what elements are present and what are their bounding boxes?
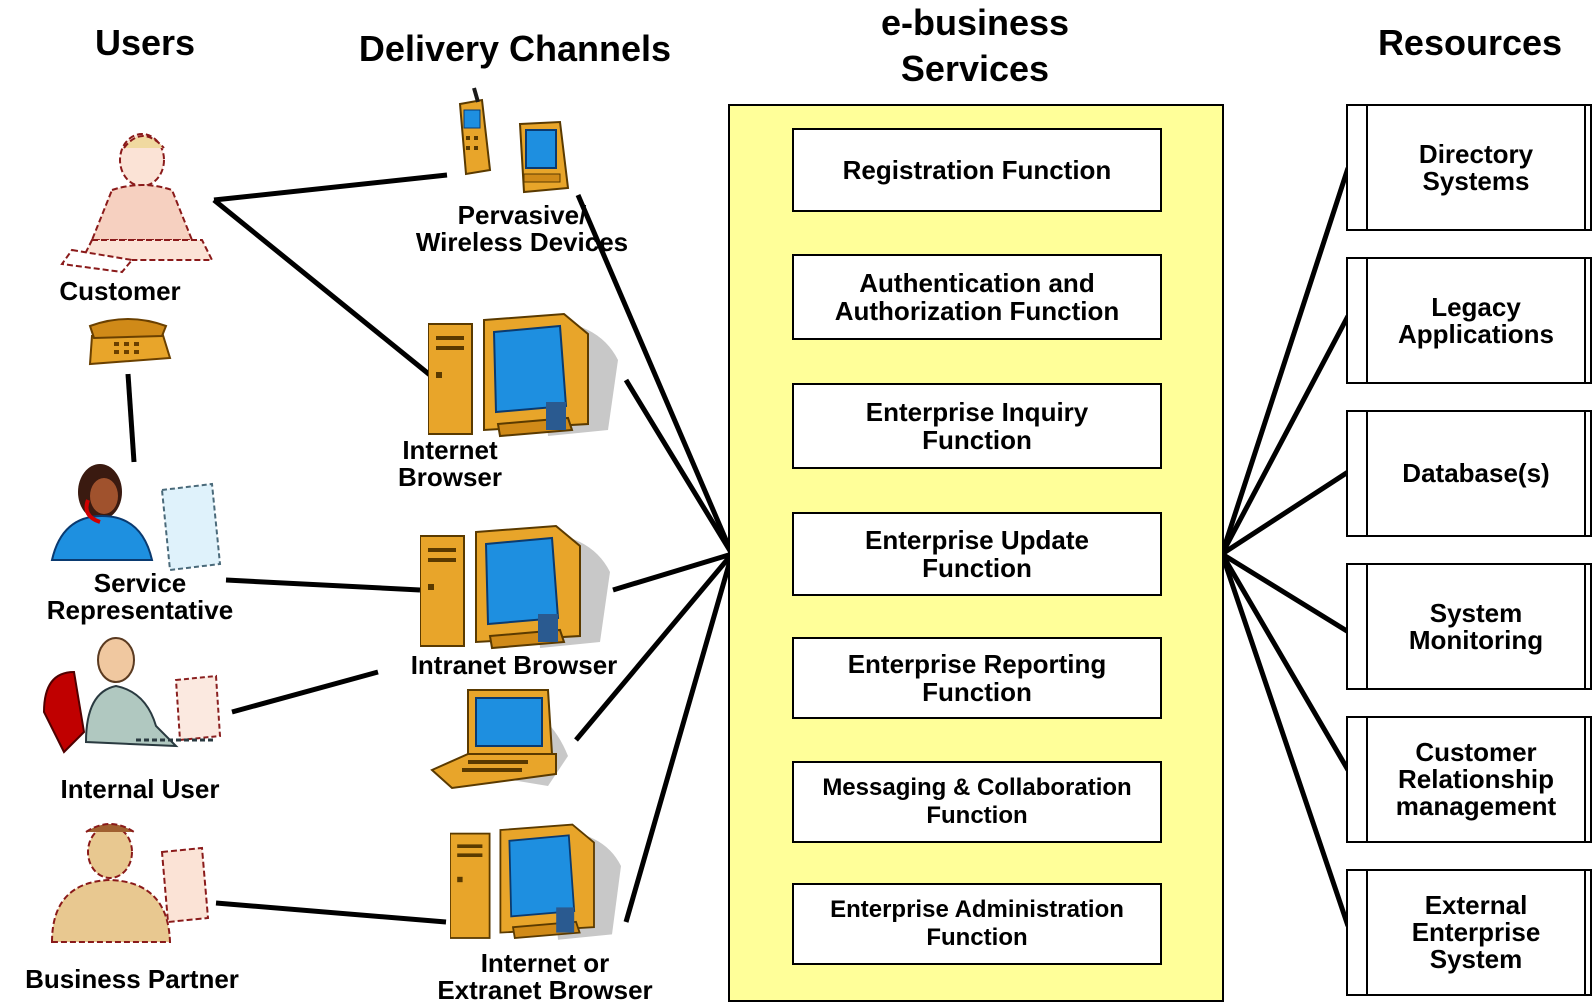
line-pervasive-services bbox=[575, 194, 735, 555]
customer-operator-icon bbox=[60, 133, 214, 274]
channel-extranet-label: Internet or Extranet Browser bbox=[437, 948, 653, 1005]
user-customer-label: Customer bbox=[59, 276, 181, 306]
channel-pervasive-label: Pervasive/ Wireless Devices bbox=[415, 200, 629, 257]
resource-legacy: Legacy Applications bbox=[1346, 257, 1592, 384]
resource-label: Legacy Applications bbox=[1397, 291, 1554, 349]
cellphone-icon bbox=[458, 87, 492, 176]
service-reporting: Enterprise Reporting Function bbox=[792, 637, 1162, 719]
header-delivery-channels: Delivery Channels bbox=[358, 28, 672, 69]
resource-label: Database(s) bbox=[1402, 458, 1550, 488]
telephone-icon bbox=[88, 318, 172, 366]
internal-user-icon bbox=[42, 637, 222, 754]
line-services-database bbox=[1220, 469, 1350, 557]
channel-intranet-label: Intranet Browser bbox=[410, 650, 618, 680]
service-administration: Enterprise Administration Function bbox=[792, 883, 1162, 965]
user-partner-label: Business Partner bbox=[25, 964, 239, 994]
line-services-legacy bbox=[1219, 314, 1351, 556]
user-service-rep-label: Service Representative bbox=[46, 568, 234, 625]
channel-internet-label: Internet Browser bbox=[397, 435, 503, 492]
business-partner-icon bbox=[50, 823, 210, 943]
line-laptop-services bbox=[574, 552, 734, 742]
line-phone-servicerep bbox=[125, 373, 137, 463]
line-intranet-services bbox=[612, 551, 733, 593]
resource-monitoring: System Monitoring bbox=[1346, 563, 1592, 690]
header-users: Users bbox=[94, 22, 196, 63]
service-authentication: Authentication and Authorization Functio… bbox=[792, 254, 1162, 340]
line-customer-pervasive bbox=[213, 172, 448, 203]
service-rep-icon bbox=[50, 464, 222, 572]
service-registration: Registration Function bbox=[792, 128, 1162, 212]
header-resources: Resources bbox=[1377, 22, 1563, 63]
user-internal-label: Internal User bbox=[60, 774, 220, 804]
line-servicerep-intranet bbox=[225, 577, 421, 593]
line-internet-services bbox=[623, 378, 735, 556]
line-extranet-services bbox=[623, 553, 735, 923]
line-internal-intranet bbox=[231, 669, 379, 715]
resource-label: Directory Systems bbox=[1418, 138, 1534, 196]
header-services: e-business Services bbox=[880, 2, 1070, 89]
laptop-icon bbox=[430, 689, 568, 790]
resource-directory: Directory Systems bbox=[1346, 104, 1592, 231]
service-inquiry: Enterprise Inquiry Function bbox=[792, 383, 1162, 469]
line-services-external bbox=[1219, 553, 1351, 927]
resource-database: Database(s) bbox=[1346, 410, 1592, 537]
service-update: Enterprise Update Function bbox=[792, 512, 1162, 596]
line-customer-internet bbox=[212, 198, 432, 377]
resource-label: External Enterprise System bbox=[1411, 890, 1541, 974]
resource-label: System Monitoring bbox=[1408, 597, 1544, 655]
line-services-crm bbox=[1219, 552, 1351, 772]
desktop-computer-icon bbox=[450, 823, 621, 940]
resource-crm: Customer Relationship management bbox=[1346, 716, 1592, 843]
line-partner-extranet bbox=[215, 900, 447, 925]
line-services-directory bbox=[1219, 167, 1351, 555]
desktop-computer-icon bbox=[420, 524, 610, 650]
desktop-computer-icon bbox=[428, 312, 618, 438]
pda-icon bbox=[518, 120, 570, 194]
line-services-monitoring bbox=[1220, 551, 1370, 647]
service-messaging: Messaging & Collaboration Function bbox=[792, 761, 1162, 843]
resource-external: External Enterprise System bbox=[1346, 869, 1592, 996]
resource-label: Customer Relationship management bbox=[1395, 737, 1557, 821]
